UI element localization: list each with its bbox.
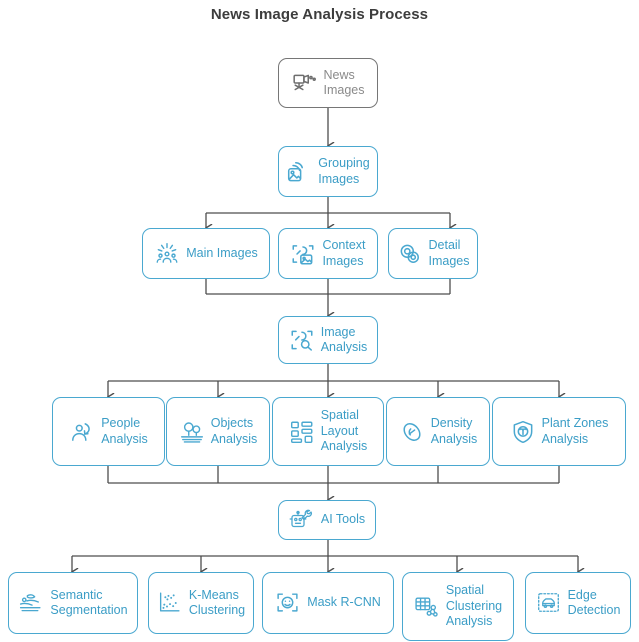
scan-search-icon (289, 327, 315, 353)
node-density-analysis[interactable]: Density Analysis (386, 397, 490, 466)
node-news-images[interactable]: News Images (278, 58, 378, 108)
node-detail-images[interactable]: Detail Images (388, 228, 478, 279)
node-label: Plant Zones Analysis (541, 416, 609, 446)
overlapping-circles-icon (397, 241, 423, 267)
node-kmeans-clustering[interactable]: K-Means Clustering (148, 572, 254, 634)
node-label: Detail Images (428, 238, 470, 268)
node-label: Edge Detection (567, 587, 621, 618)
scan-photo-icon (290, 241, 316, 267)
node-label: Spatial Layout Analysis (320, 408, 368, 454)
trees-landscape-icon (179, 419, 205, 445)
face-detect-frame-icon (275, 590, 301, 616)
node-mask-rcnn[interactable]: Mask R-CNN (262, 572, 394, 634)
dashed-car-frame-icon (536, 590, 562, 616)
person-motion-icon (69, 419, 95, 445)
chain-link-icon (399, 419, 425, 445)
node-edge-detection[interactable]: Edge Detection (525, 572, 631, 634)
node-label: People Analysis (101, 416, 148, 446)
node-label: Context Images (322, 238, 366, 268)
node-people-analysis[interactable]: People Analysis (52, 397, 165, 466)
node-grouping-images[interactable]: Grouping Images (278, 146, 378, 197)
node-label: News Images (323, 67, 365, 98)
node-label: K-Means Clustering (188, 587, 246, 618)
node-spatial-layout-analysis[interactable]: Spatial Layout Analysis (272, 397, 384, 466)
node-label: Density Analysis (430, 416, 478, 446)
node-label: Grouping Images (318, 156, 370, 186)
page-title: News Image Analysis Process (210, 6, 429, 23)
scatter-plot-icon (157, 590, 183, 616)
node-semantic-segmentation[interactable]: Semantic Segmentation (8, 572, 138, 634)
robot-wrench-icon (289, 507, 315, 533)
node-ai-tools[interactable]: AI Tools (278, 500, 376, 540)
shield-leaf-icon (510, 419, 536, 445)
node-main-images[interactable]: Main Images (142, 228, 270, 279)
crowd-people-icon (154, 241, 180, 267)
node-context-images[interactable]: Context Images (278, 228, 378, 279)
node-label: Semantic Segmentation (50, 587, 128, 618)
node-image-analysis[interactable]: Image Analysis (278, 316, 378, 364)
grid-nodes-icon (414, 594, 440, 620)
node-label: Image Analysis (320, 324, 368, 355)
node-label: AI Tools (320, 512, 366, 527)
node-plant-zones-analysis[interactable]: Plant Zones Analysis (492, 397, 626, 466)
node-label: Mask R-CNN (307, 595, 381, 610)
segmentation-layers-icon (18, 590, 44, 616)
node-label: Spatial Clustering Analysis (445, 583, 503, 629)
node-label: Objects Analysis (210, 416, 258, 446)
stacked-photos-icon (286, 159, 312, 185)
node-label: Main Images (186, 245, 258, 260)
node-spatial-clustering-analysis[interactable]: Spatial Clustering Analysis (402, 572, 514, 641)
layout-blocks-icon (289, 419, 315, 445)
projector-tripod-icon (292, 70, 318, 96)
node-objects-analysis[interactable]: Objects Analysis (166, 397, 270, 466)
